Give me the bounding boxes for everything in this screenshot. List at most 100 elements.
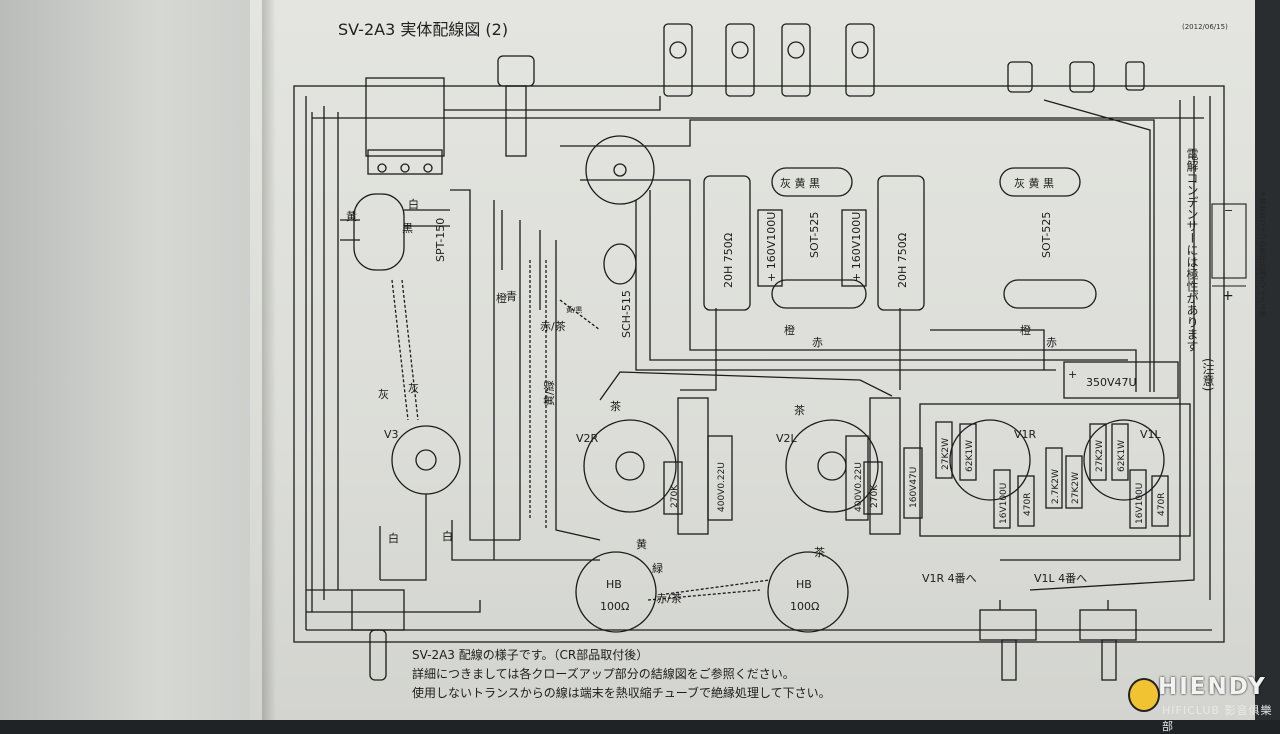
- note-line-2: 詳細につきましては各クローズアップ部分の結線図をご参照ください。: [412, 667, 795, 681]
- hum-balance-pot-a: [575, 551, 657, 633]
- tube-socket-v1l: [1083, 419, 1165, 501]
- label-r27k2w-a: 27K2W: [941, 438, 951, 470]
- fuse-holder: [367, 149, 443, 175]
- footer-notes: SV-2A3 配線の様子です。（CR部品取付後） 詳細につきましては各クローズア…: [412, 646, 831, 703]
- rectifier-socket: [585, 135, 655, 205]
- hiendy-logo-icon: [1128, 678, 1160, 712]
- label-hb-a: HB: [606, 578, 622, 591]
- capacitor-160v100u-a: [757, 209, 783, 287]
- tube-socket-v2l: [785, 419, 879, 513]
- sot525-body-b: [999, 167, 1081, 197]
- label-sot525-b: SOT-525: [1040, 212, 1053, 258]
- chassis-inner-wall: [305, 96, 1212, 631]
- label-spt150: SPT-150: [434, 218, 447, 262]
- label-red-c: 赤: [1046, 336, 1057, 349]
- resistor-62k1w-b: [1111, 423, 1129, 481]
- label-yellow-green: 黄/緑: [542, 380, 556, 406]
- resistor-270k-b: [863, 461, 883, 515]
- diagram-date: (2012/06/15): [1182, 23, 1228, 31]
- label-choke-a: 20H 750Ω: [722, 233, 735, 288]
- speaker-terminal-1: [663, 23, 693, 97]
- label-v1r-pin4: V1R 4番へ: [922, 572, 977, 585]
- label-white-b: 白: [442, 529, 453, 543]
- legend-minus: −: [1224, 204, 1233, 217]
- fuse-cap: [497, 55, 535, 87]
- label-v3: V3: [384, 428, 399, 441]
- label-v1l: V1L: [1140, 428, 1162, 441]
- label-r2-7k2w: 2.7K2W: [1051, 469, 1061, 504]
- label-r270k-a: 270K: [670, 484, 680, 508]
- label-cap-b: + 160V100U: [850, 212, 863, 282]
- capacitor-16v100u-b: [1129, 469, 1147, 529]
- label-sot525-a: SOT-525: [808, 212, 821, 258]
- side-caution: (注意): [1201, 358, 1215, 392]
- input-jack-3: [1125, 61, 1145, 91]
- hiendy-watermark: HIENDY HIFICLUB 影音俱樂部: [1128, 674, 1278, 733]
- note-line-3: 使用しないトランスからの線は端末を熱収縮チューブで絶縁処理して下さい。: [412, 686, 831, 700]
- terminal-strip-v2l: [869, 397, 901, 535]
- capacitor-160v100u-b: [841, 209, 867, 287]
- output-transformer-a: [703, 175, 751, 311]
- label-v1l-pin4: V1L 4番へ: [1034, 572, 1087, 585]
- label-r27k2w-b: 27K2W: [1071, 472, 1081, 504]
- tube-socket-v1r: [949, 419, 1031, 501]
- output-transformer-b: [877, 175, 925, 311]
- power-switch-lever: [369, 629, 387, 681]
- tube-socket-v3: [391, 425, 461, 495]
- label-hb-b-value: 100Ω: [790, 600, 819, 613]
- resistor-270k-a: [663, 461, 683, 515]
- label-yellow-v2r: 黄: [636, 537, 647, 551]
- label-red-brown-a: 赤/茶: [540, 320, 566, 333]
- resistor-470r-b: [1151, 475, 1169, 527]
- label-r270k-b: 270K: [870, 484, 880, 508]
- watermark-sub: HIFICLUB 影音俱樂部: [1162, 704, 1273, 733]
- label-c16v100u-a: 16V100U: [999, 483, 1009, 524]
- speaker-terminal-4: [845, 23, 875, 97]
- label-c16v100u-b: 16V100U: [1135, 483, 1145, 524]
- label-c400v-a: 400V0.22U: [717, 462, 727, 512]
- resistor-2-7k2w: [1045, 447, 1063, 509]
- capacitor-16v100u-a: [993, 469, 1011, 529]
- choke-sch515: [603, 243, 637, 285]
- speaker-terminal-2: [725, 23, 755, 97]
- power-inlet-block: [365, 77, 445, 157]
- tube-socket-v2r: [583, 419, 677, 513]
- label-black-pt: 黒: [402, 222, 413, 235]
- label-red-brown-b: 赤/茶: [656, 592, 682, 605]
- legend-plus: +: [1222, 288, 1234, 304]
- label-blue-a: 青: [506, 290, 517, 303]
- label-brown-v2l: 茶: [794, 404, 805, 417]
- label-green-v2r: 緑: [652, 561, 663, 575]
- label-gray-b: 灰: [408, 381, 419, 395]
- v1-component-board: [919, 403, 1191, 537]
- label-gyb-b: 灰 黄 黒: [1014, 176, 1054, 190]
- resistor-27k2w-c: [1089, 423, 1107, 481]
- capacitor-350v47u: [1063, 361, 1179, 399]
- sot525-base-b: [1003, 279, 1097, 309]
- label-yellow-black-small: 黄/黒: [566, 305, 582, 314]
- input-connector-v1r: [979, 609, 1037, 641]
- left-page: [0, 0, 290, 720]
- label-cap-main: 350V47U: [1086, 376, 1137, 389]
- resistor-62k1w-a: [959, 423, 977, 481]
- input-jack-1: [1007, 61, 1033, 93]
- label-hb-b: HB: [796, 578, 812, 591]
- table-edge: [1255, 0, 1280, 720]
- power-transformer-spt150: [353, 193, 405, 271]
- label-r470r-b: 470R: [1157, 493, 1167, 516]
- label-white-pt: 白: [408, 197, 419, 211]
- label-gyb-a: 灰 黄 黒: [780, 176, 820, 190]
- watermark-brand: HIENDY: [1158, 674, 1267, 700]
- input-connector-v1l: [1079, 609, 1137, 641]
- label-v2l: V2L: [776, 432, 798, 445]
- side-polarity-note: 電解コンデンサーには極性があります: [1185, 148, 1199, 352]
- resistor-27k2w-b: [1065, 455, 1083, 509]
- label-hb-a-value: 100Ω: [600, 600, 629, 613]
- label-orange-b: 橙: [784, 323, 795, 337]
- label-orange-a: 橙: [496, 291, 507, 305]
- wire-harness-top: [306, 96, 1211, 613]
- label-r470r-a: 470R: [1023, 493, 1033, 516]
- resistor-470r-a: [1017, 475, 1035, 527]
- label-red-b: 赤: [812, 336, 823, 349]
